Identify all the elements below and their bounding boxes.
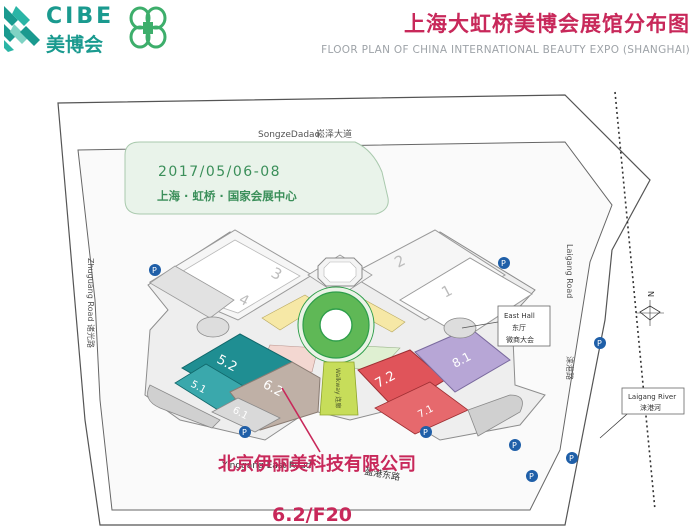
brand-name-cn: 美博会 <box>46 34 104 56</box>
river-label-cn: 涞港河 <box>640 403 661 412</box>
exhibitor-booth: 6.2/F20 <box>272 504 352 526</box>
parking-icon: P <box>420 426 432 438</box>
parking-icon: P <box>149 264 161 276</box>
parking-icon: P <box>239 426 251 438</box>
road-south: Yinggang East Road <box>221 461 311 471</box>
exhibitor-pointer <box>281 387 321 453</box>
hall-4 <box>149 265 235 319</box>
east-hall-label: East Hall <box>504 312 535 320</box>
river-callout <box>621 387 685 415</box>
event-date: 2017/05/06-08 <box>158 164 281 180</box>
road-west-cn: 诸光路 <box>86 324 96 348</box>
hall-2 <box>348 229 506 321</box>
east-hall-label-cn: 东厅 <box>512 323 526 332</box>
road-east-cn: 涞港路 <box>565 356 575 380</box>
road-north: SongzeDadao <box>258 130 321 140</box>
svg-text:P: P <box>501 259 506 268</box>
clover-logo-icon <box>129 6 167 49</box>
east-hall-event: 微商大会 <box>506 335 534 344</box>
brand-name: CIBE <box>46 4 115 29</box>
svg-text:P: P <box>569 454 574 463</box>
svg-text:P: P <box>529 472 534 481</box>
road-north-cn: 崧泽大道 <box>316 128 352 140</box>
svg-text:P: P <box>597 339 602 348</box>
svg-text:P: P <box>512 441 517 450</box>
parking-icon: P <box>526 470 538 482</box>
page-title: 上海大虹桥美博会展馆分布图 <box>404 12 690 36</box>
svg-text:P: P <box>423 428 428 437</box>
parking-icon: P <box>509 439 521 451</box>
svg-text:P: P <box>242 428 247 437</box>
parking-icons: P P P P P P P P <box>149 257 606 482</box>
hall-6-1 <box>211 397 281 433</box>
event-venue: 上海 · 虹桥 · 国家会展中心 <box>157 189 297 203</box>
parking-icon: P <box>498 257 510 269</box>
compass-icon: N <box>636 291 664 326</box>
walkway <box>319 361 359 416</box>
walkway-label: Walkway 连廊 <box>334 368 342 408</box>
river-label: Laigang River <box>628 393 676 401</box>
parking-icon: P <box>566 452 578 464</box>
hall-1 <box>399 257 533 339</box>
road-east: Laigang Road <box>565 244 574 298</box>
info-block <box>124 141 389 215</box>
east-hall-callout <box>497 305 551 347</box>
exhibitor-name: 北京伊丽美科技有限公司 <box>218 453 416 475</box>
compass-n: N <box>646 291 655 297</box>
svg-text:P: P <box>152 266 157 275</box>
cibe-logo-icon <box>4 6 40 52</box>
parking-icon: P <box>594 337 606 349</box>
page-subtitle: FLOOR PLAN OF CHINA INTERNATIONAL BEAUTY… <box>321 44 690 56</box>
road-west: Zhuguang Road <box>86 258 95 321</box>
